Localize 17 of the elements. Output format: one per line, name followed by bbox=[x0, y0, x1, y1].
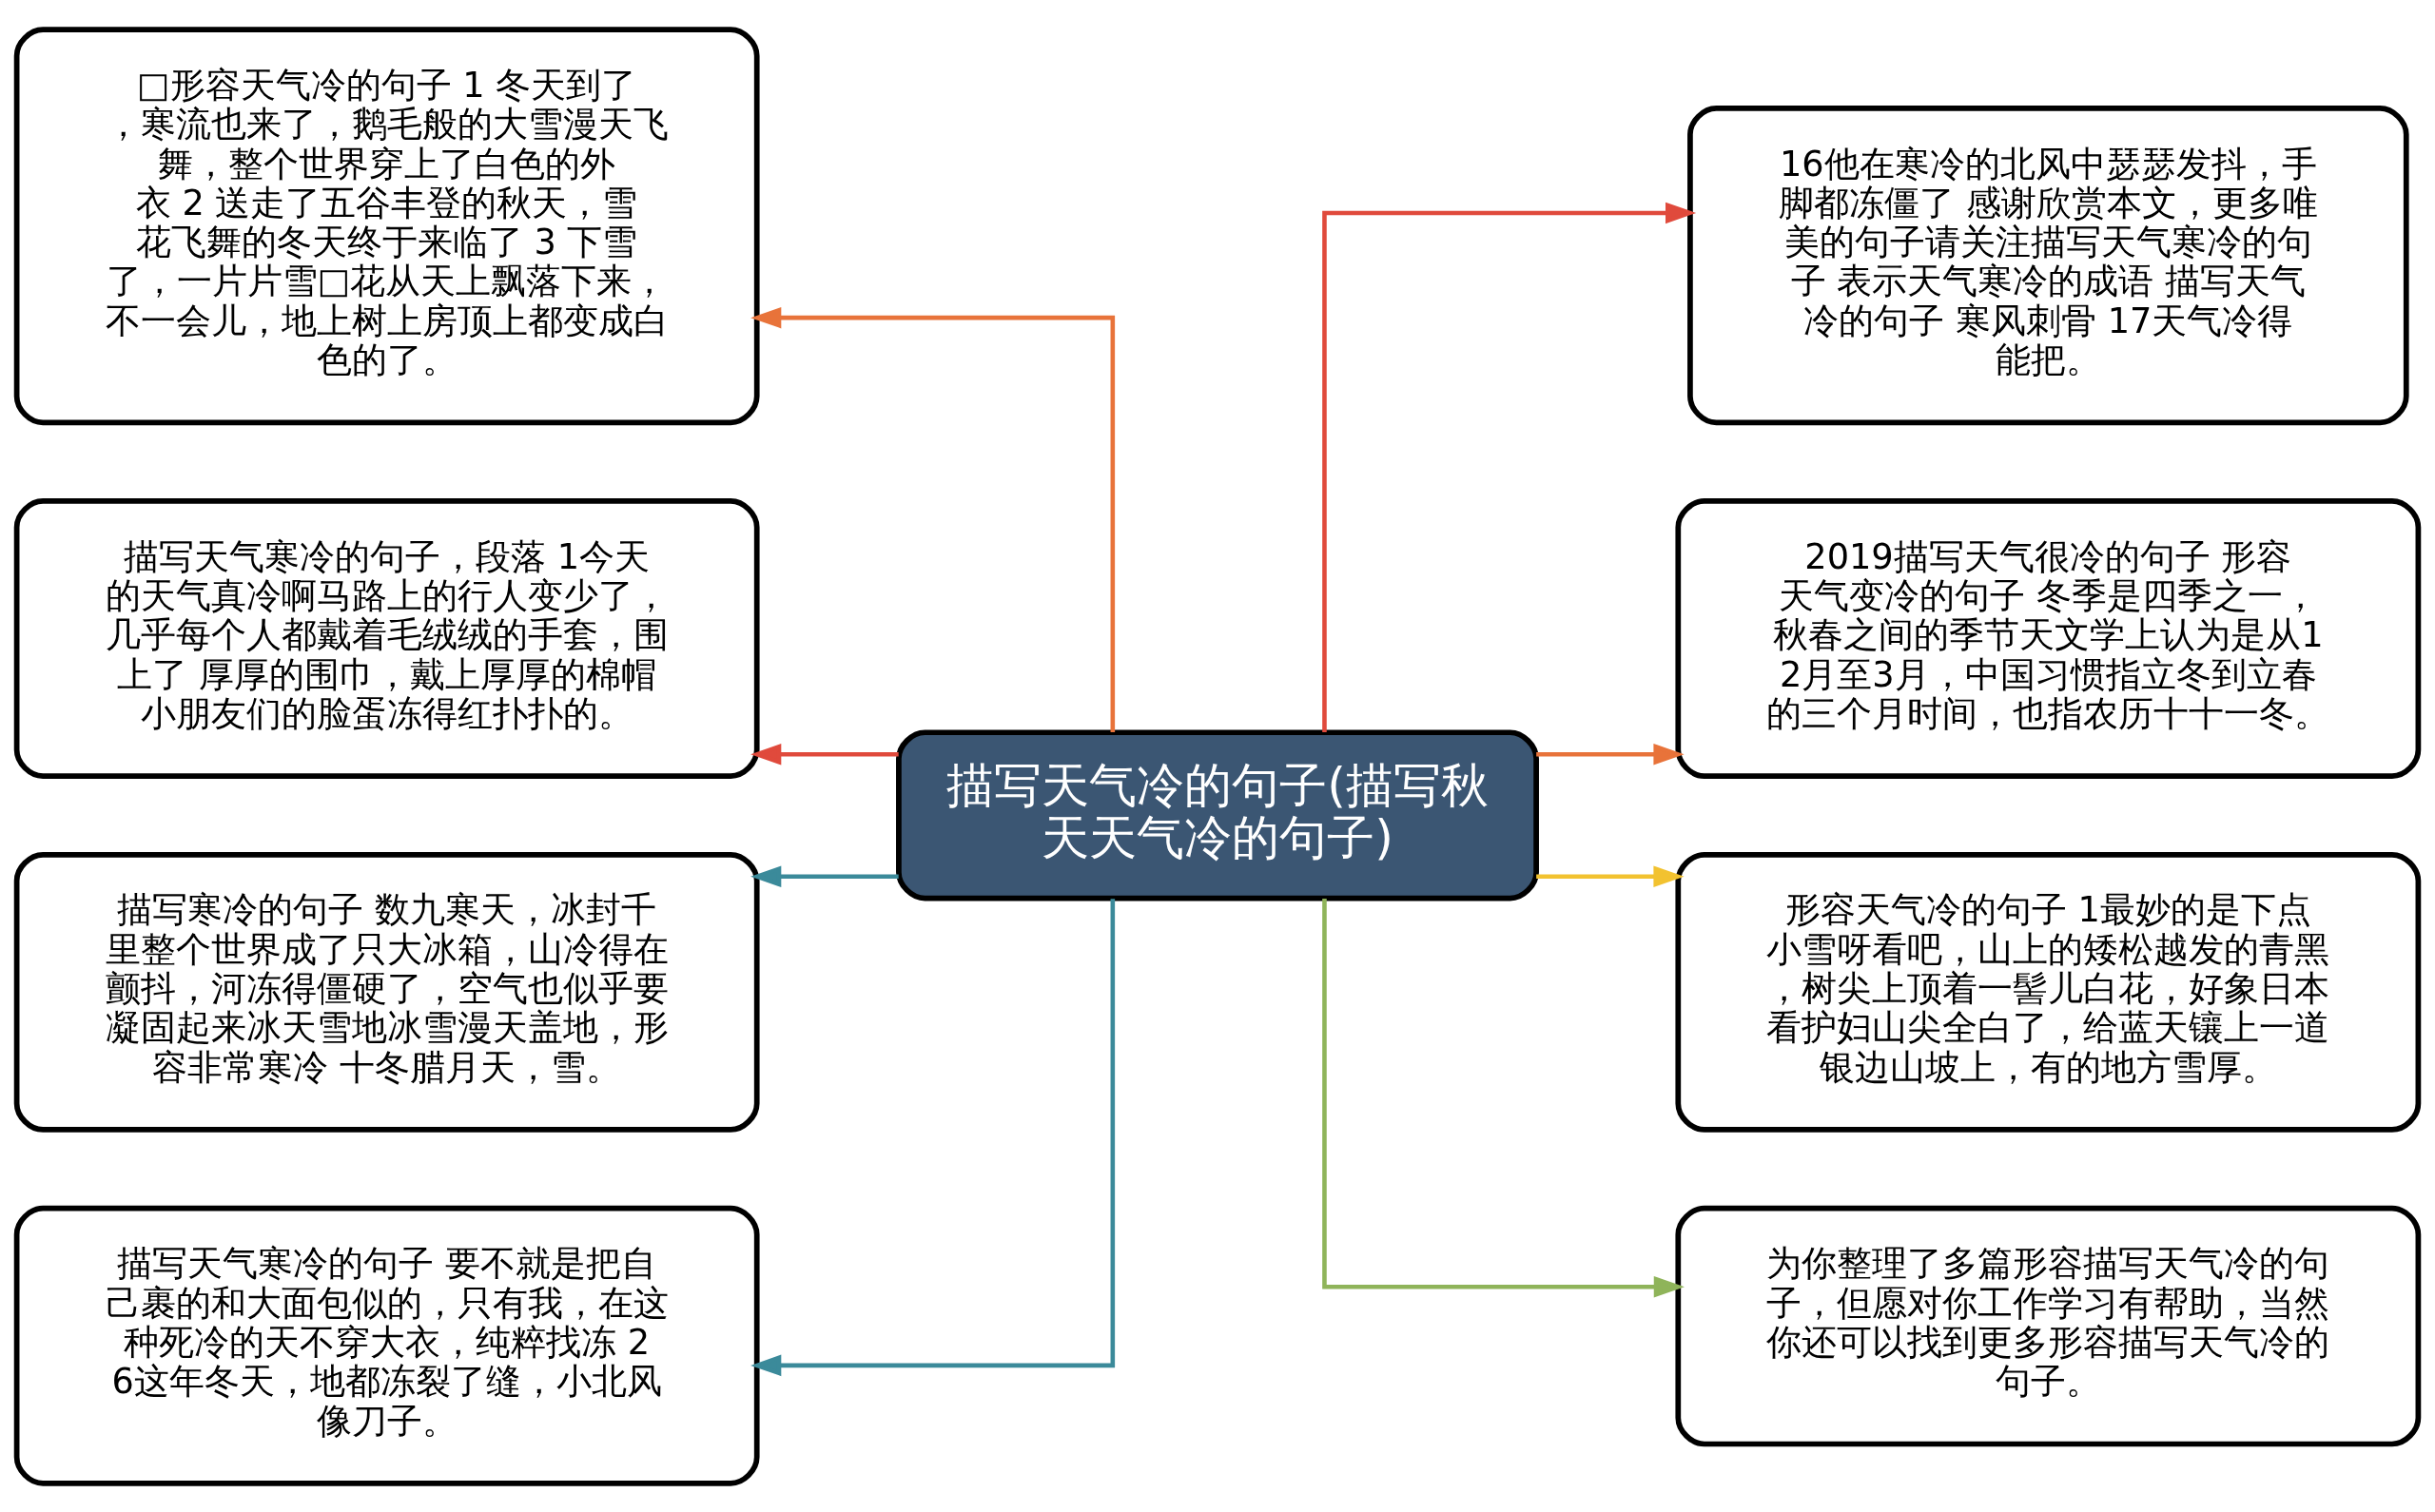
arrow bbox=[1322, 202, 1697, 732]
node-box: 2019描写天气很冷的句子 形容天气变冷的句子 冬季是四季之一，秋春之间的季节天文学上认为是从12月至3月，中国习惯指立冬到立春的三个月时间，也指农历十十一冬。 bbox=[1675, 497, 2422, 779]
node-box: 描写天气寒冷的句子 要不就是把自己裹的和大面包似的，只有我，在这种死冷的天不穿大衣，纯粹找冻 26这年冬天，地都冻裂了缝，小北风像刀子。 bbox=[13, 1205, 760, 1486]
arrow bbox=[1322, 898, 1685, 1297]
node-box: 为你整理了多篇形容描写天气冷的句子，但愿对你工作学习有帮助，当然你还可以找到更多形容描写天气冷的句子。 bbox=[1675, 1205, 2422, 1446]
node-box: 描写天气寒冷的句子，段落 1今天的天气真冷啊马路上的行人变少了，几乎每个人都戴着毛绒绒的手套，围上了 厚厚的围巾，戴上厚厚的棉帽小朋友们的脸蛋冻得红扑扑的。 bbox=[13, 497, 760, 779]
arrow bbox=[1536, 864, 1685, 887]
arrow bbox=[1536, 743, 1685, 765]
arrow bbox=[750, 864, 899, 887]
arrow bbox=[750, 743, 899, 765]
node-box: 形容天气冷的句子 1最妙的是下点小雪呀看吧，山上的矮松越发的青黑，树尖上顶着一髻儿白花，好象日本看护妇山尖全白了，给蓝天镶上一道银边山坡上，有的地方雪厚。 bbox=[1675, 851, 2422, 1133]
node-box: 描写天气冷的句子(描写秋天天气冷的句子) bbox=[896, 728, 1539, 901]
node-box: 描写寒冷的句子 数九寒天，冰封千里整个世界成了只大冰箱，山冷得在颤抖，河冻得僵硬了，空气也似乎要凝固起来冰天雪地冰雪漫天盖地，形容非常寒冷 十冬腊月天，雪。 bbox=[13, 851, 760, 1133]
node-box: 16他在寒冷的北风中瑟瑟发抖，手脚都冻僵了 感谢欣赏本文，更多唯美的句子请关注描写天气寒冷的句子 表示天气寒冷的成语 描写天气冷的句子 寒风刺骨 17天气冷得能把。 bbox=[1687, 105, 2409, 425]
arrow bbox=[750, 306, 1116, 732]
node-box: □形容天气冷的句子 1 冬天到了，寒流也来了，鹅毛般的大雪漫天飞舞，整个世界穿上了白色的外衣 2 送走了五谷丰登的秋天，雪花飞舞的冬天终于来临了 3 下雪了，一片片雪□花从天上飘落下来，不一会儿，地上树上房顶上都变成白色的了。 bbox=[13, 26, 760, 425]
arrow bbox=[750, 898, 1116, 1376]
